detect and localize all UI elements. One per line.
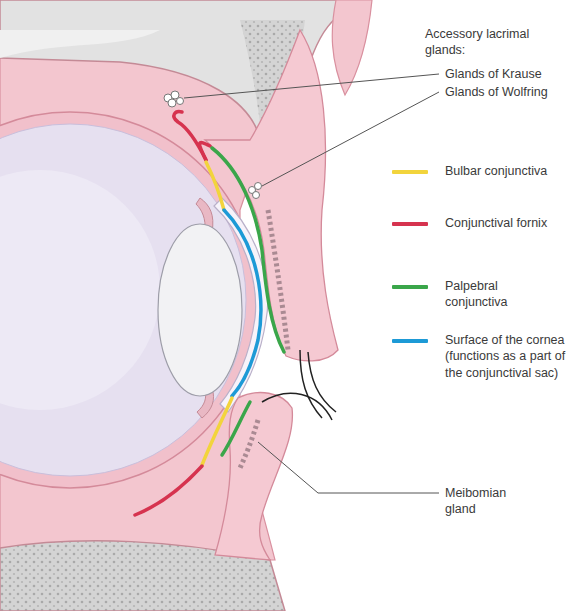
lower-eyelid bbox=[215, 393, 292, 560]
legend-label: Palpebral conjunctiva bbox=[445, 278, 555, 311]
upper-tarsal-glands bbox=[268, 210, 288, 350]
gland-of-wolfring bbox=[249, 183, 262, 199]
bone-cortex bbox=[0, 30, 160, 58]
vitreous-highlight bbox=[0, 170, 160, 410]
legend-label: Bulbar conjunctiva bbox=[445, 163, 555, 179]
leader-lines bbox=[184, 74, 439, 493]
lower-eyelash bbox=[262, 393, 332, 420]
lens bbox=[158, 224, 242, 396]
legend-swatch bbox=[392, 285, 428, 289]
upper-eyelid bbox=[205, 30, 338, 361]
lower-tarsal-glands bbox=[240, 420, 258, 468]
legend-label: Surface of the cornea (functions as a pa… bbox=[445, 332, 570, 381]
upper-eyelash bbox=[308, 352, 336, 412]
part-label: Glands of Wolfring bbox=[445, 84, 570, 100]
legend-swatch bbox=[392, 339, 428, 343]
legend-swatch bbox=[392, 170, 428, 174]
vitreous bbox=[0, 124, 246, 476]
legend-label: Conjunctival fornix bbox=[445, 215, 555, 231]
upper-eyelash bbox=[300, 350, 322, 418]
part-label: Glands of Krause bbox=[445, 66, 570, 82]
sclera bbox=[0, 112, 258, 488]
gland-of-krause bbox=[164, 91, 184, 107]
legend-swatch bbox=[392, 222, 428, 226]
part-label: Meibomian gland bbox=[445, 485, 517, 518]
conjunctiva-lines bbox=[135, 112, 284, 515]
part-label: Accessory lacrimal glands: bbox=[425, 26, 565, 59]
